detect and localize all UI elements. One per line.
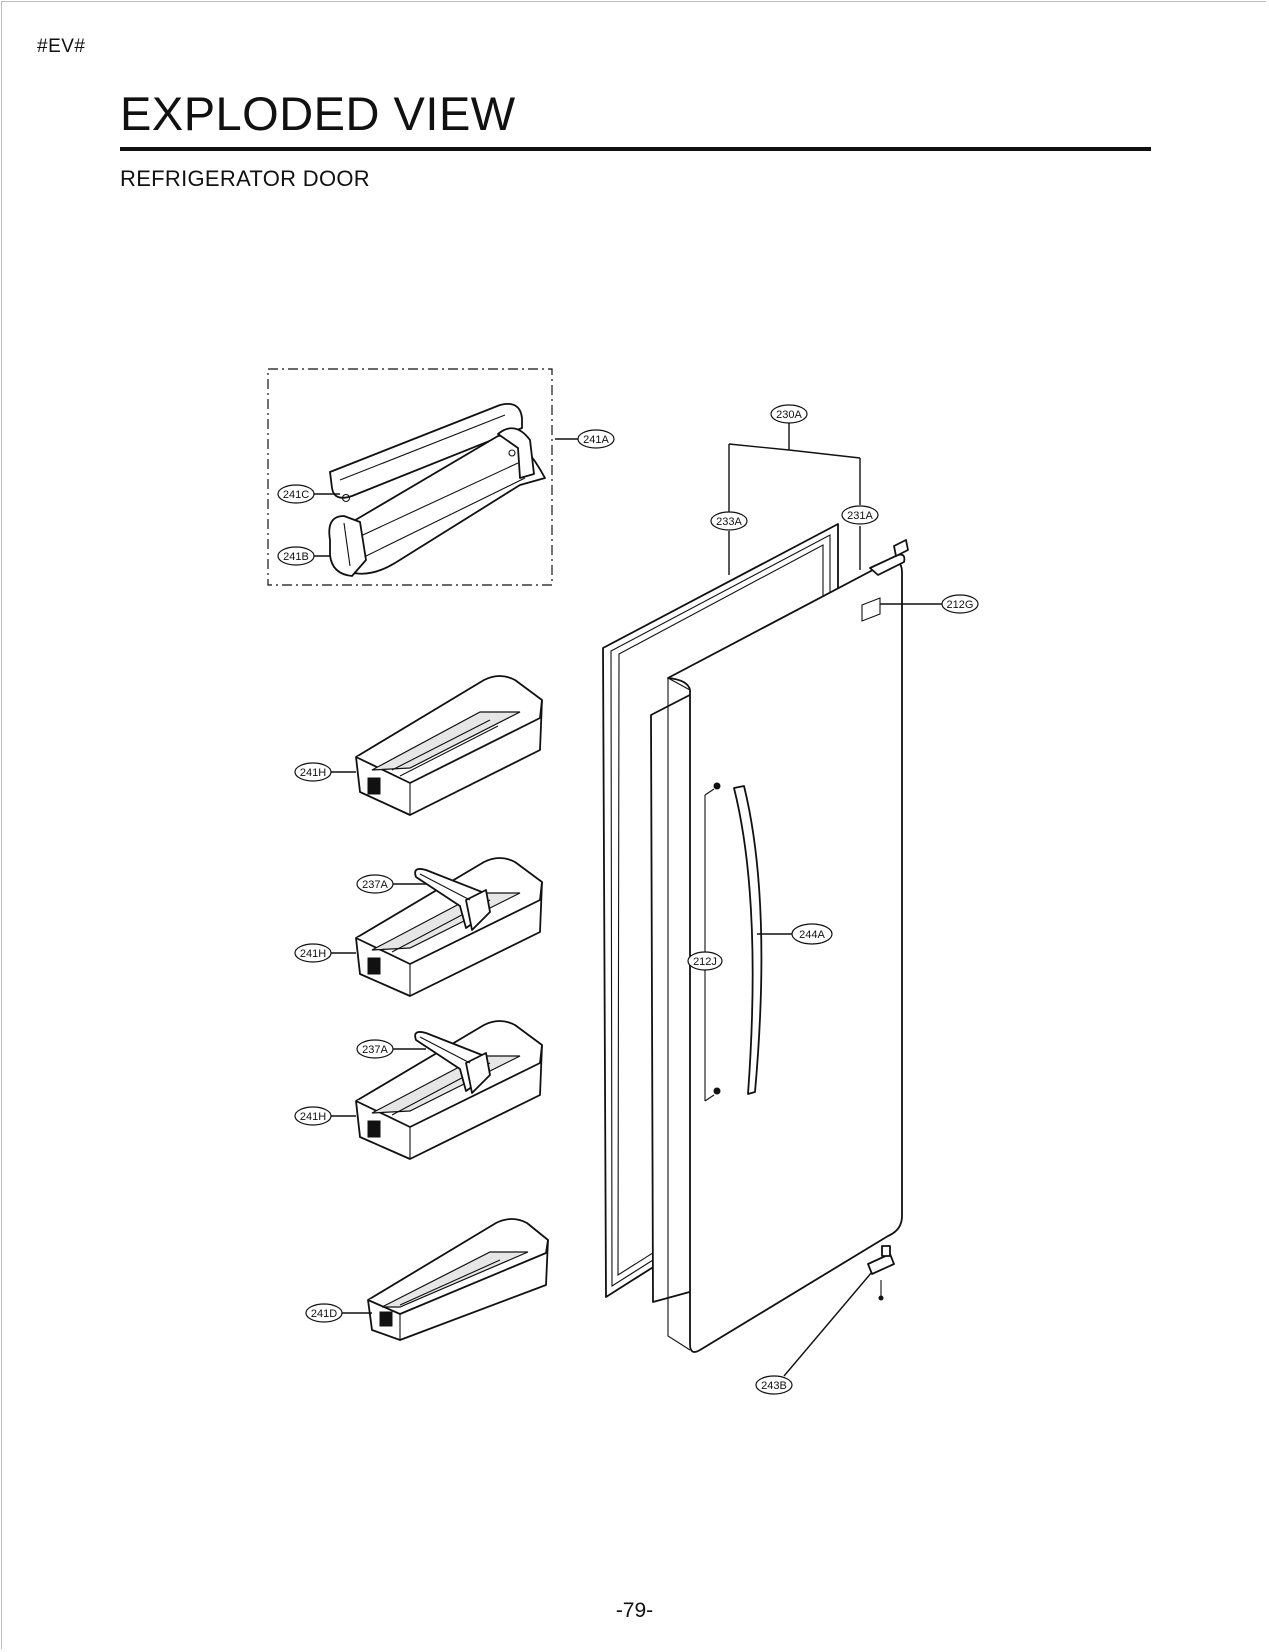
callout-label: 230A <box>776 409 802 421</box>
door-bin-241a <box>328 403 546 577</box>
callout-label: 233A <box>716 516 742 528</box>
callout-241b: 241B <box>277 546 315 566</box>
callout-label: 231A <box>847 510 873 522</box>
callout-230a: 230A <box>770 404 808 424</box>
callout-label: 241H <box>300 1111 326 1123</box>
callout-231a: 231A <box>841 505 879 525</box>
page-title: EXPLODED VIEW <box>120 87 516 140</box>
callout-label: 241B <box>283 551 309 563</box>
callout-241h-3: 241H <box>294 1106 332 1126</box>
leader-lines <box>313 422 943 1377</box>
callout-label: 212G <box>947 599 974 611</box>
page-subtitle: REFRIGERATOR DOOR <box>120 166 370 191</box>
callout-241c: 241C <box>277 484 315 504</box>
egg-tray-237a-1 <box>414 868 491 931</box>
callout-label: 212J <box>693 956 717 968</box>
door-bin-241d <box>367 1218 549 1341</box>
callout-label: 241C <box>283 489 309 501</box>
callout-241h-1: 241H <box>294 762 332 782</box>
callout-233a: 233A <box>710 511 748 531</box>
callout-label: 237A <box>362 1044 388 1056</box>
callout-241h-2: 241H <box>294 943 332 963</box>
callout-label: 237A <box>362 879 388 891</box>
callout-241d: 241D <box>305 1303 343 1323</box>
callout-237a-1: 237A <box>356 874 394 894</box>
callout-label: 241A <box>583 434 609 446</box>
door-bin-241h-3 <box>355 1020 543 1160</box>
section-tag: #EV# <box>37 36 86 57</box>
callout-label: 244A <box>799 929 825 941</box>
title-underline <box>120 147 1151 151</box>
callout-243b: 243B <box>755 1375 793 1395</box>
callout-212g: 212G <box>941 594 979 614</box>
egg-tray-237a-2 <box>414 1031 491 1094</box>
callout-237a-2: 237A <box>356 1039 394 1059</box>
page-number: -79- <box>615 1599 654 1622</box>
callout-label: 241H <box>300 767 326 779</box>
callout-label: 241D <box>311 1308 337 1320</box>
callout-244a: 244A <box>791 923 833 945</box>
door-handle-244a <box>704 782 763 1102</box>
callout-241a: 241A <box>577 429 615 449</box>
callout-212j: 212J <box>687 951 723 971</box>
callout-label: 241H <box>300 948 326 960</box>
detail-box <box>267 368 553 586</box>
door-front <box>667 539 909 1353</box>
callout-label: 243B <box>761 1380 787 1392</box>
door-bin-241h-1 <box>355 675 543 816</box>
